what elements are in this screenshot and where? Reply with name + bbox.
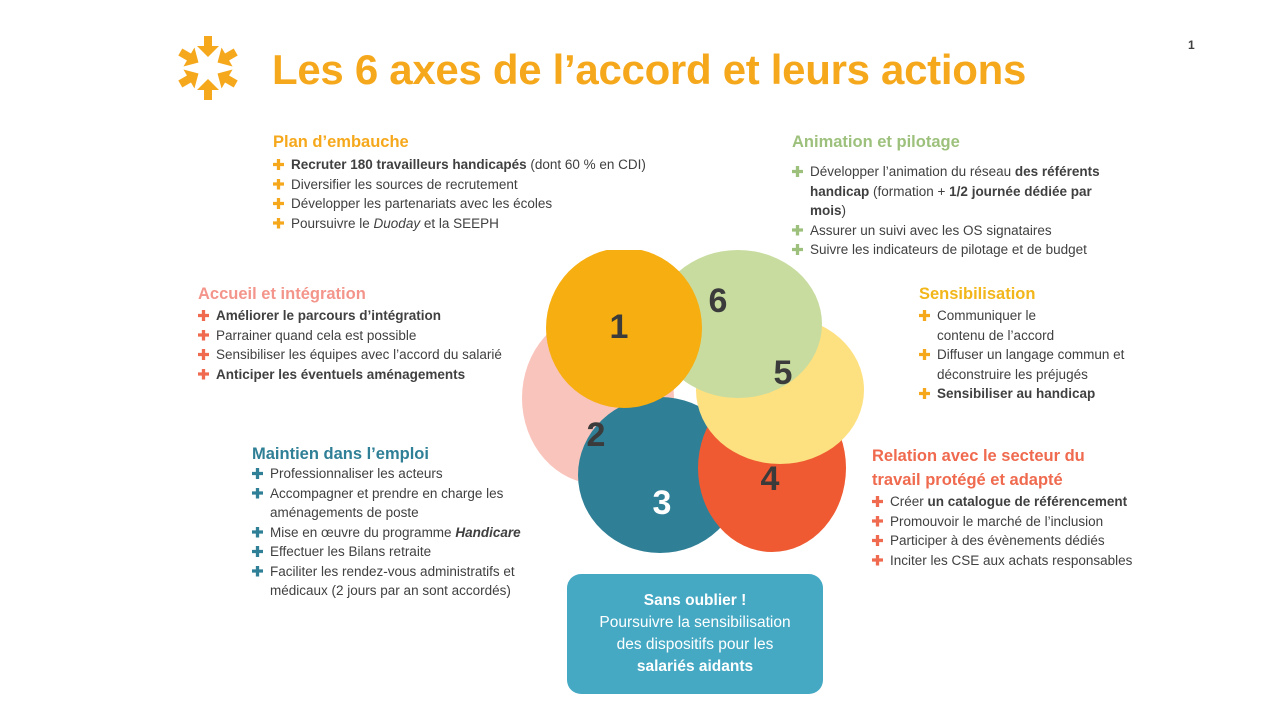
petal-number-4: 4: [760, 460, 780, 498]
item-text: Créer: [890, 494, 928, 509]
callout-box: Sans oublier ! Poursuivre la sensibilisa…: [567, 574, 823, 694]
list-item: Parrainer quand cela est possible: [198, 326, 538, 346]
action-list: Professionnaliser les acteurs Accompagne…: [252, 464, 552, 601]
item-text: Poursuivre le: [291, 215, 374, 231]
action-list: Recruter 180 travailleurs handicapés (do…: [273, 155, 693, 233]
section-animation-pilotage: Animation et pilotage Développer l’anima…: [792, 132, 1122, 260]
callout-bold-line: salariés aidants: [636, 658, 754, 675]
section-relation-secteur: Relation avec le secteur du travail prot…: [872, 444, 1172, 570]
action-list: Améliorer le parcours d’intégration Parr…: [198, 306, 538, 384]
item-text: Mise en œuvre du programme: [270, 524, 456, 540]
section-title-line2: travail protégé et adapté: [872, 471, 1063, 489]
action-list: Développer l’animation du réseau des réf…: [792, 162, 1122, 260]
callout-line2: des dispositifs pour les: [616, 636, 774, 653]
item-italic-text: Duoday: [373, 215, 421, 231]
item-bold-text: 1/2 journée dédiée par mois: [810, 183, 1092, 219]
list-item: Diffuser un langage commun et déconstrui…: [919, 345, 1151, 384]
list-item: Développer l’animation du réseau des réf…: [792, 162, 1122, 221]
list-item: Recruter 180 travailleurs handicapés (do…: [273, 155, 693, 175]
section-title: Sensibilisation: [919, 285, 1036, 303]
section-maintien-emploi: Maintien dans l’emploi Professionnaliser…: [252, 444, 552, 601]
item-bold-italic-text: Handicare: [455, 524, 521, 540]
list-item: Promouvoir le marché de l’inclusion: [872, 512, 1172, 532]
list-item: Accompagner et prendre en charge les amé…: [252, 484, 532, 523]
petal-number-5: 5: [773, 354, 793, 392]
list-item: Sensibiliser au handicap: [919, 384, 1151, 404]
section-plan-embauche: Plan d’embauche Recruter 180 travailleur…: [273, 132, 693, 233]
callout-heading: Sans oublier !: [643, 592, 747, 609]
list-item: Communiquer le contenu de l’accord: [919, 306, 1067, 345]
item-text: ): [841, 203, 847, 218]
asterisk-logo-icon: [174, 36, 242, 100]
list-item: Anticiper les éventuels aménagements: [198, 365, 538, 385]
list-item: Participer à des évènements dédiés: [872, 531, 1172, 551]
callout-line1: Poursuivre la sensibilisation: [599, 614, 791, 631]
list-item: Professionnaliser les acteurs: [252, 464, 552, 484]
section-title: Animation et pilotage: [792, 133, 960, 151]
item-text: et la SEEPH: [420, 215, 499, 231]
list-item: Diversifier les sources de recrutement: [273, 175, 693, 195]
list-item: Suivre les indicateurs de pilotage et de…: [792, 240, 1122, 260]
list-item: Poursuivre le Duoday et la SEEPH: [273, 214, 693, 234]
petal-diagram: 1 6 5 2 4 3: [500, 250, 880, 560]
list-item: Créer un catalogue de référencement: [872, 492, 1172, 512]
section-title: Accueil et intégration: [198, 285, 366, 303]
action-list: Communiquer le contenu de l’accord Diffu…: [919, 306, 1151, 404]
section-title-line1: Relation avec le secteur du: [872, 447, 1085, 465]
item-text: Développer l’animation du réseau: [810, 164, 1015, 179]
item-bold-text: des référents handicap: [810, 164, 1100, 199]
list-item: Inciter les CSE aux achats responsables: [872, 551, 1172, 571]
item-text: (formation +: [869, 183, 950, 199]
petal-1: [546, 250, 702, 408]
list-item: Assurer un suivi avec les OS signataires: [792, 221, 1122, 241]
petal-number-2: 2: [586, 416, 606, 454]
list-item: Développer les partenariats avec les éco…: [273, 194, 693, 214]
page-title: Les 6 axes de l’accord et leurs actions: [272, 46, 1027, 93]
petal-3: [578, 397, 742, 553]
section-title: Plan d’embauche: [273, 133, 409, 151]
list-item: Mise en œuvre du programme Handicare: [252, 523, 552, 543]
list-item: Faciliter les rendez-vous administratifs…: [252, 562, 552, 601]
list-item: Effectuer les Bilans retraite: [252, 542, 552, 562]
petal-number-3: 3: [652, 484, 672, 522]
section-accueil-integration: Accueil et intégration Améliorer le parc…: [198, 284, 538, 384]
petal-number-1: 1: [609, 308, 629, 346]
section-sensibilisation: Sensibilisation Communiquer le contenu d…: [919, 284, 1151, 404]
list-item: Améliorer le parcours d’intégration: [198, 306, 538, 326]
item-bold-text: Recruter 180 travailleurs handicapés: [291, 157, 527, 172]
item-bold-text: un catalogue de référencement: [927, 494, 1128, 509]
item-text: (dont 60 % en CDI): [526, 157, 646, 172]
section-title: Maintien dans l’emploi: [252, 445, 429, 463]
list-item: Sensibiliser les équipes avec l’accord d…: [198, 345, 538, 365]
petal-6: [654, 250, 822, 398]
page-number: 1: [1188, 38, 1195, 52]
action-list: Créer un catalogue de référencement Prom…: [872, 492, 1172, 570]
petal-number-6: 6: [708, 282, 728, 320]
petal-shapes: [522, 250, 864, 553]
